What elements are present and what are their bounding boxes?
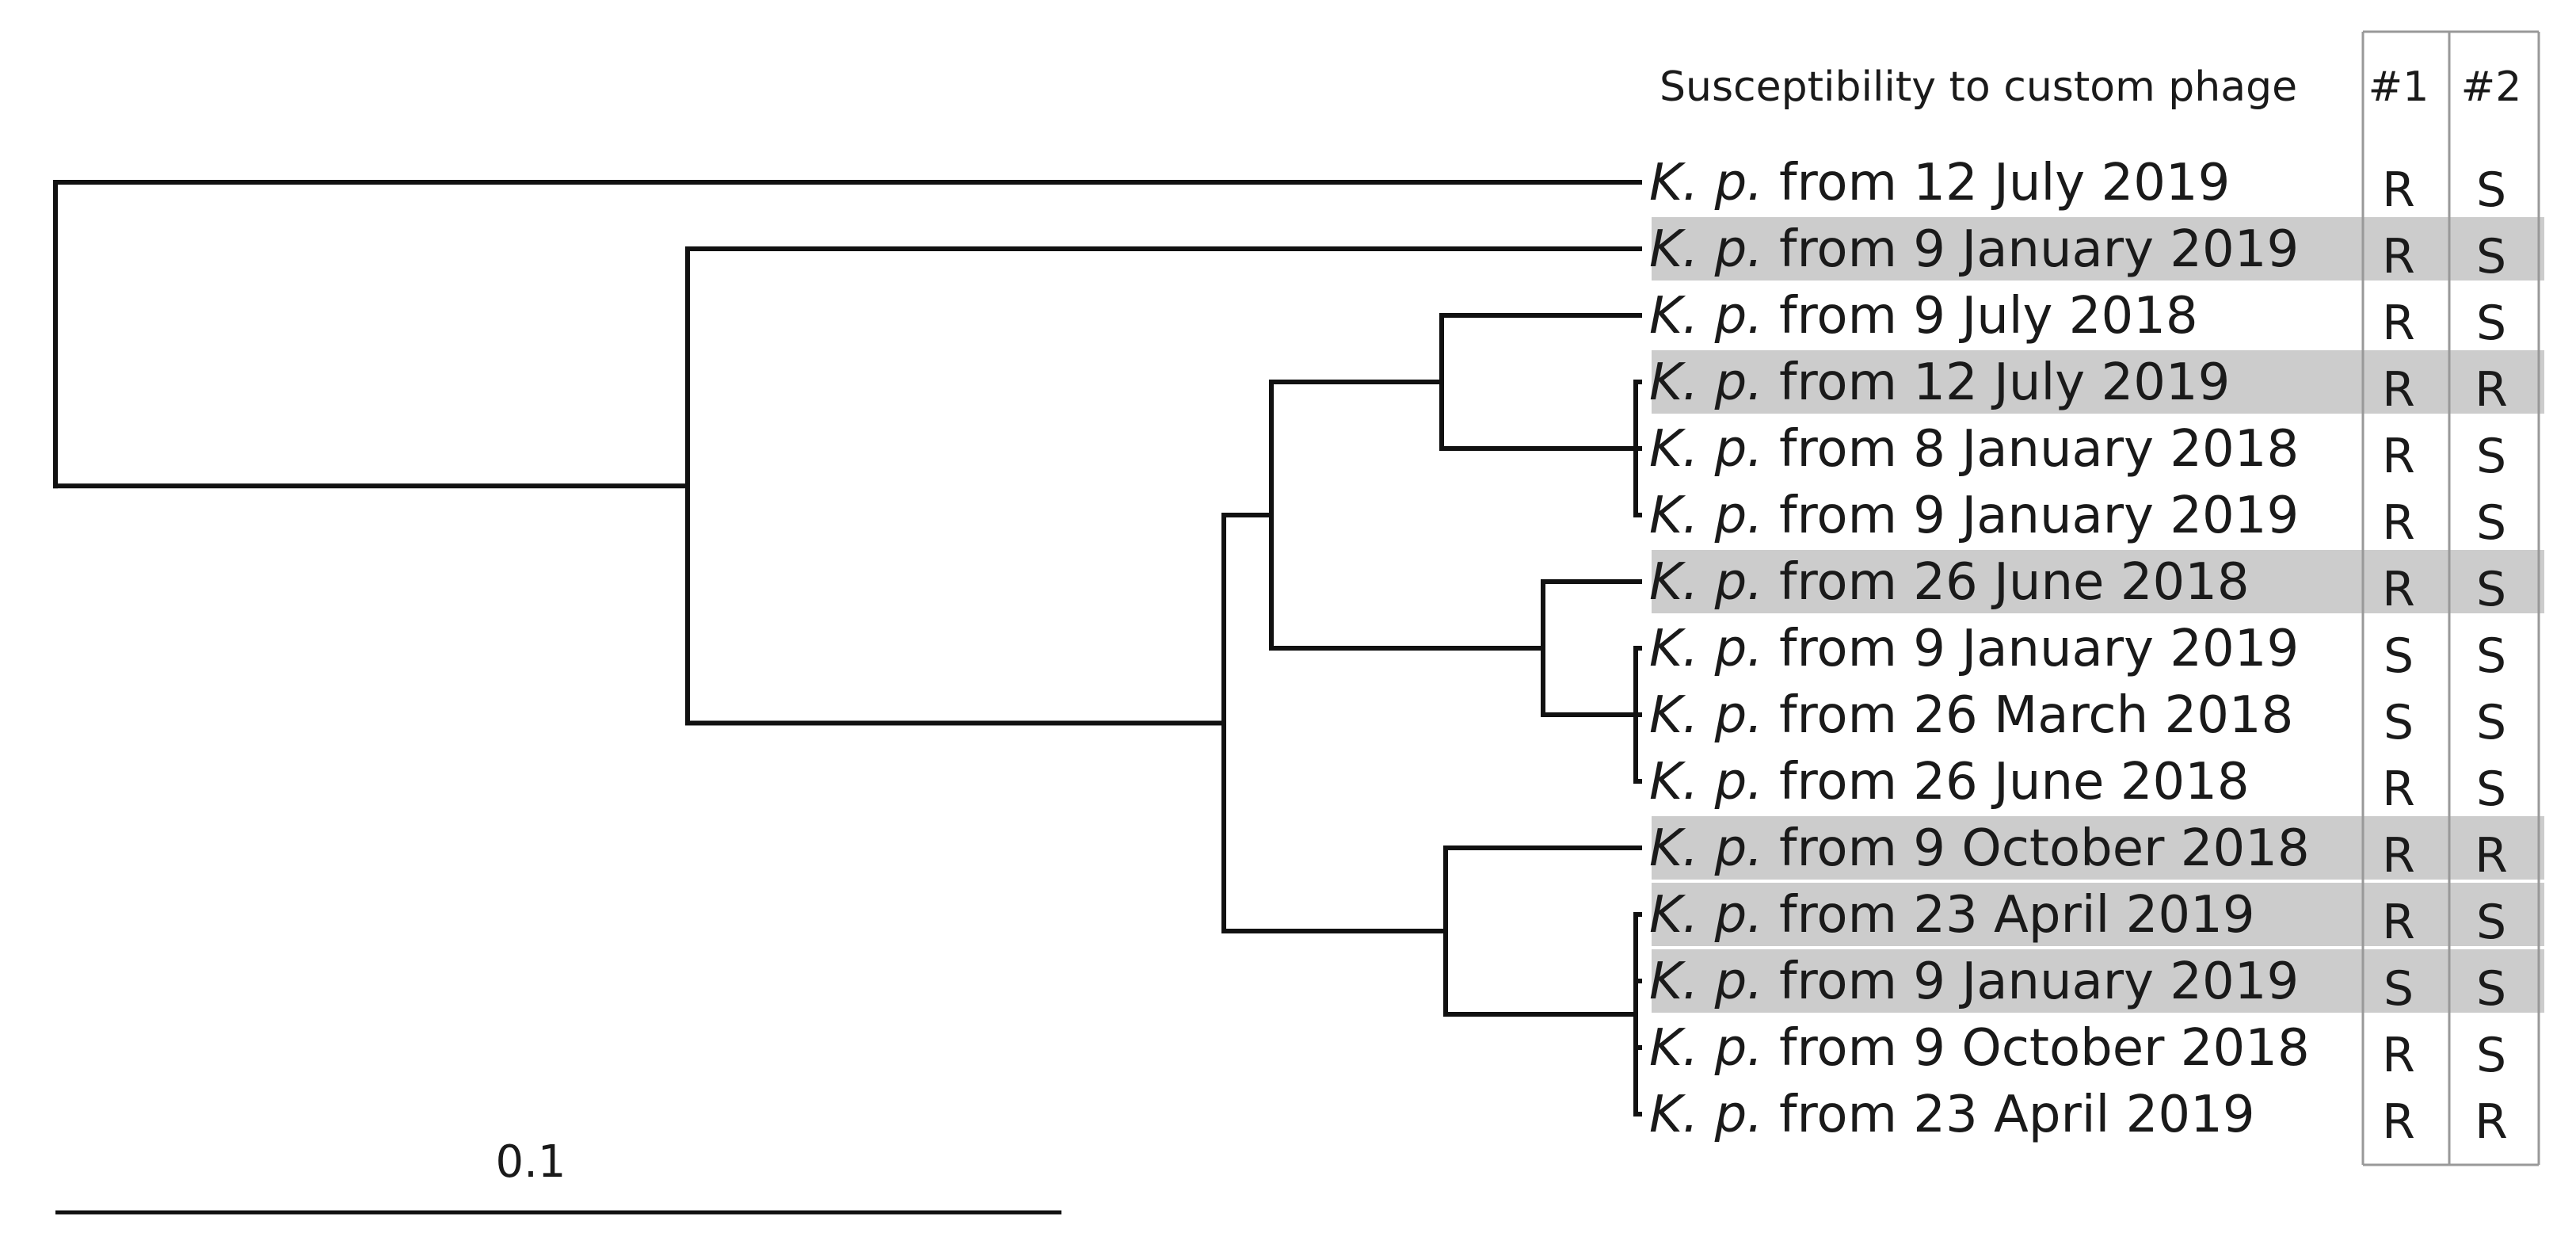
isolate-date: from 23 April 2019 <box>1779 1086 2255 1144</box>
shaded-row <box>1652 550 2544 613</box>
isolate-date: from 9 October 2018 <box>1779 1019 2310 1078</box>
susceptibility-table-grid <box>2361 30 2540 1166</box>
isolate-date: from 9 July 2018 <box>1779 287 2198 345</box>
leaf-label: K. p. from 9 January 2019 <box>1649 487 2299 545</box>
taxon-abbrev: K. p. <box>1649 620 1779 678</box>
leaf-label: K. p. from 26 June 2018 <box>1649 553 2250 612</box>
isolate-date: from 12 July 2019 <box>1779 353 2230 412</box>
taxon-abbrev: K. p. <box>1649 753 1779 811</box>
shaded-row <box>1652 816 2544 880</box>
tree-branches <box>53 180 1642 1116</box>
phage-2-result: R <box>2475 828 2508 884</box>
phage-1-result: R <box>2382 296 2415 351</box>
isolate-date: from 26 June 2018 <box>1779 553 2250 612</box>
taxon-abbrev: K. p. <box>1649 353 1779 412</box>
shaded-row <box>1652 350 2544 414</box>
leaf-label: K. p. from 23 April 2019 <box>1649 1086 2255 1144</box>
taxon-abbrev: K. p. <box>1649 553 1779 612</box>
taxon-abbrev: K. p. <box>1649 220 1779 279</box>
leaf-label: K. p. from 9 July 2018 <box>1649 287 2198 345</box>
shaded-row <box>1652 949 2544 1013</box>
taxon-abbrev: K. p. <box>1649 287 1779 345</box>
phage-1-result: R <box>2382 1094 2415 1150</box>
phage-1-result: R <box>2382 362 2415 418</box>
isolate-date: from 9 January 2019 <box>1779 952 2299 1011</box>
phage-1-result: R <box>2382 1028 2415 1083</box>
taxon-abbrev: K. p. <box>1649 686 1779 745</box>
shaded-row <box>1652 217 2544 281</box>
phage-1-header: #1 <box>2368 63 2429 111</box>
phage-2-result: S <box>2476 628 2506 684</box>
phage-2-result: S <box>2476 762 2506 817</box>
phage-1-result: R <box>2382 762 2415 817</box>
phage-2-result: S <box>2476 162 2506 218</box>
isolate-date: from 9 January 2019 <box>1779 220 2299 279</box>
taxon-abbrev: K. p. <box>1649 154 1779 212</box>
leaf-label: K. p. from 9 October 2018 <box>1649 1019 2310 1078</box>
scale-bar-label: 0.1 <box>495 1136 566 1188</box>
leaf-label: K. p. from 26 March 2018 <box>1649 686 2293 745</box>
phage-2-result: S <box>2476 895 2506 950</box>
isolate-date: from 23 April 2019 <box>1779 886 2255 945</box>
phage-2-result: S <box>2476 1028 2506 1083</box>
isolate-date: from 9 October 2018 <box>1779 819 2310 878</box>
isolate-date: from 9 January 2019 <box>1779 620 2299 678</box>
taxon-abbrev: K. p. <box>1649 819 1779 878</box>
phage-1-result: R <box>2382 895 2415 950</box>
phage-2-result: S <box>2476 229 2506 284</box>
phage-2-result: R <box>2475 362 2508 418</box>
isolate-date: from 8 January 2018 <box>1779 420 2299 479</box>
taxon-abbrev: K. p. <box>1649 886 1779 945</box>
susceptibility-header: Susceptibility to custom phage <box>1660 63 2297 111</box>
phage-1-result: R <box>2382 828 2415 884</box>
isolate-date: from 26 March 2018 <box>1779 686 2293 745</box>
leaf-label: K. p. from 9 January 2019 <box>1649 952 2299 1011</box>
phage-1-result: R <box>2382 162 2415 218</box>
phage-1-result: S <box>2384 628 2414 684</box>
highlight-rows <box>1652 217 2544 1013</box>
phage-2-result: S <box>2476 695 2506 750</box>
phage-2-result: S <box>2476 296 2506 351</box>
leaf-label: K. p. from 9 January 2019 <box>1649 620 2299 678</box>
leaf-label: K. p. from 26 June 2018 <box>1649 753 2250 811</box>
leaf-label: K. p. from 12 July 2019 <box>1649 353 2230 412</box>
leaf-label: K. p. from 9 January 2019 <box>1649 220 2299 279</box>
phage-2-result: R <box>2475 1094 2508 1150</box>
taxon-abbrev: K. p. <box>1649 952 1779 1011</box>
phage-1-result: R <box>2382 429 2415 484</box>
leaf-label: K. p. from 8 January 2018 <box>1649 420 2299 479</box>
isolate-date: from 9 January 2019 <box>1779 487 2299 545</box>
scale-bar: 0.1 <box>55 1136 1061 1215</box>
phage-1-result: R <box>2382 229 2415 284</box>
taxon-abbrev: K. p. <box>1649 487 1779 545</box>
phage-2-result: S <box>2476 562 2506 617</box>
leaf-label: K. p. from 23 April 2019 <box>1649 886 2255 945</box>
phage-2-result: S <box>2476 495 2506 551</box>
isolate-date: from 12 July 2019 <box>1779 154 2230 212</box>
taxon-abbrev: K. p. <box>1649 420 1779 479</box>
leaf-label: K. p. from 9 October 2018 <box>1649 819 2310 878</box>
phage-1-result: R <box>2382 495 2415 551</box>
phage-1-result: S <box>2384 961 2414 1017</box>
leaf-label: K. p. from 12 July 2019 <box>1649 154 2230 212</box>
taxon-abbrev: K. p. <box>1649 1086 1779 1144</box>
phage-2-result: S <box>2476 961 2506 1017</box>
shaded-row <box>1652 883 2544 946</box>
taxon-abbrev: K. p. <box>1649 1019 1779 1078</box>
phage-1-result: S <box>2384 695 2414 750</box>
phage-1-result: R <box>2382 562 2415 617</box>
phage-2-result: S <box>2476 429 2506 484</box>
phage-2-header: #2 <box>2461 63 2522 111</box>
isolate-date: from 26 June 2018 <box>1779 753 2250 811</box>
